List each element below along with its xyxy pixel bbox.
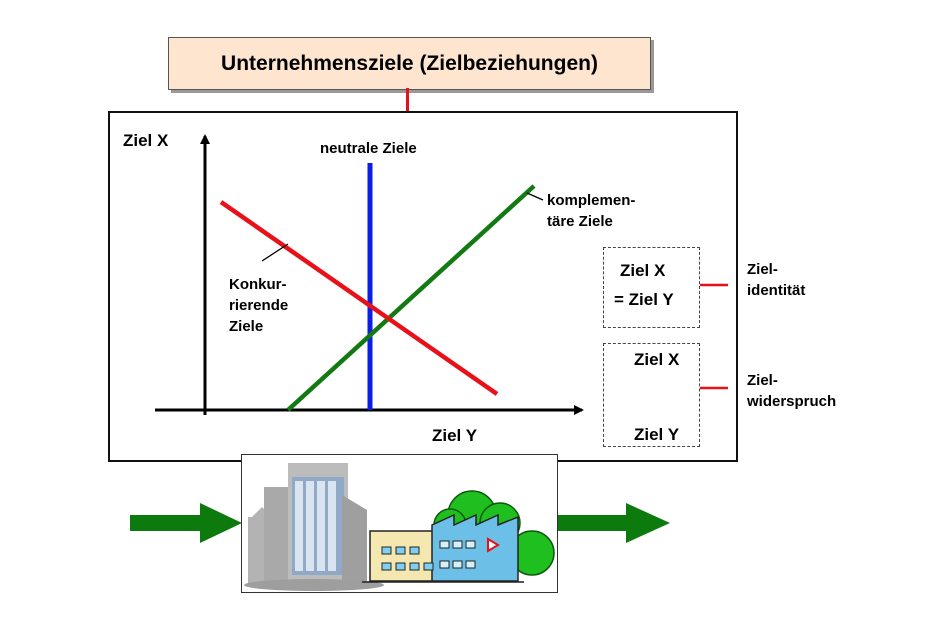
- neutral-goals-label: neutrale Ziele: [320, 140, 417, 157]
- goal-contradiction-caption: Ziel- widerspruch: [747, 370, 836, 412]
- office-building-icon: [244, 463, 384, 591]
- factory-icon: [362, 513, 524, 583]
- flow-arrow-icon: [558, 503, 670, 543]
- competing-leader-line: [261, 243, 289, 262]
- complementary-leader-line: [526, 192, 544, 201]
- competing-goals-line: [219, 200, 499, 396]
- competing-label-line1: Konkur-: [229, 276, 287, 293]
- contradiction-top: Ziel X: [634, 350, 680, 369]
- y-axis-label: Ziel X: [123, 131, 169, 150]
- contradiction-bottom: Ziel Y: [634, 425, 680, 444]
- complementary-label-line1: komplemen-: [547, 192, 636, 209]
- contradiction-caption-line2: widerspruch: [747, 393, 837, 410]
- identity-caption-line2: identität: [747, 282, 806, 299]
- contradiction-caption-line1: Ziel-: [747, 372, 778, 389]
- company-illustration: [241, 454, 558, 593]
- goal-contradiction-box: Ziel X Ziel Y: [603, 343, 700, 447]
- complementary-goals-line: [286, 184, 536, 412]
- goal-identity-caption: Ziel- identität: [747, 259, 805, 301]
- x-axis-label: Ziel Y: [432, 426, 478, 445]
- identity-line1: Ziel X: [620, 261, 666, 280]
- competing-label-line2: rierende: [229, 297, 289, 314]
- company-illustration-svg: [244, 463, 555, 591]
- goal-identity-box: Ziel X = Ziel Y: [603, 247, 700, 328]
- title-connector-line: [406, 88, 409, 111]
- complementary-label-line2: täre Ziele: [547, 213, 613, 230]
- complementary-goals-label: komplemen- täre Ziele: [547, 190, 635, 232]
- diagram-title: Unternehmensziele (Zielbeziehungen): [168, 37, 651, 90]
- flow-arrow-icon: [130, 503, 242, 543]
- identity-line2: = Ziel Y: [614, 290, 674, 309]
- competing-goals-label: Konkur- rierende Ziele: [229, 274, 288, 337]
- identity-caption-line1: Ziel-: [747, 261, 778, 278]
- competing-label-line3: Ziele: [229, 318, 264, 335]
